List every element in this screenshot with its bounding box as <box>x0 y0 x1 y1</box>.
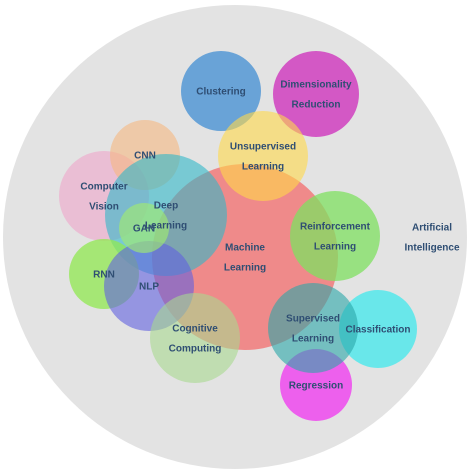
label-supervised-line-1: Supervised <box>286 314 340 325</box>
label-unsupervised-line-2: Learning <box>242 162 284 173</box>
label-cognitive-line-1: Cognitive <box>172 324 218 335</box>
label-gan-line-1: GAN <box>133 224 155 235</box>
label-reinforcement-line-1: Reinforcement <box>300 222 371 233</box>
label-clustering: Clustering <box>196 87 245 98</box>
label-cnn-line-1: CNN <box>134 151 156 162</box>
label-dimred-line-1: Dimensionality <box>280 80 352 91</box>
label-unsupervised-line-1: Unsupervised <box>230 142 296 153</box>
label-cognitive-line-2: Computing <box>169 344 222 355</box>
label-ml-line-2: Learning <box>224 263 266 274</box>
bubble-gan <box>119 203 169 253</box>
label-regression-line-1: Regression <box>289 381 343 392</box>
label-ai-line-1: Artificial <box>412 223 452 234</box>
label-classification: Classification <box>345 325 410 336</box>
label-dimred-line-2: Reduction <box>292 100 341 111</box>
bubble-clustering <box>181 51 261 131</box>
label-deep-line-1: Deep <box>154 201 178 212</box>
bubble-cognitive <box>150 293 240 383</box>
label-rnn: RNN <box>93 270 115 281</box>
bubble-classification <box>339 290 417 368</box>
label-deep-line-2: Learning <box>145 221 187 232</box>
label-cnn: CNN <box>134 151 156 162</box>
label-classification-line-1: Classification <box>345 325 410 336</box>
label-clustering-line-1: Clustering <box>196 87 245 98</box>
label-regression: Regression <box>289 381 343 392</box>
label-supervised-line-2: Learning <box>292 334 334 345</box>
label-gan: GAN <box>133 224 155 235</box>
bubble-dimred <box>273 51 359 137</box>
label-rnn-line-1: RNN <box>93 270 115 281</box>
label-nlp: NLP <box>139 282 159 293</box>
bubble-supervised <box>268 283 358 373</box>
label-cv-line-2: Vision <box>89 202 119 213</box>
label-ml-line-1: Machine <box>225 243 265 254</box>
label-nlp-line-1: NLP <box>139 282 159 293</box>
label-cv-line-1: Computer <box>80 182 127 193</box>
bubble-reinforcement <box>290 191 380 281</box>
label-ai-line-2: Intelligence <box>404 243 459 254</box>
bubble-layer <box>3 5 467 469</box>
label-reinforcement-line-2: Learning <box>314 242 356 253</box>
bubble-unsupervised <box>218 111 308 201</box>
